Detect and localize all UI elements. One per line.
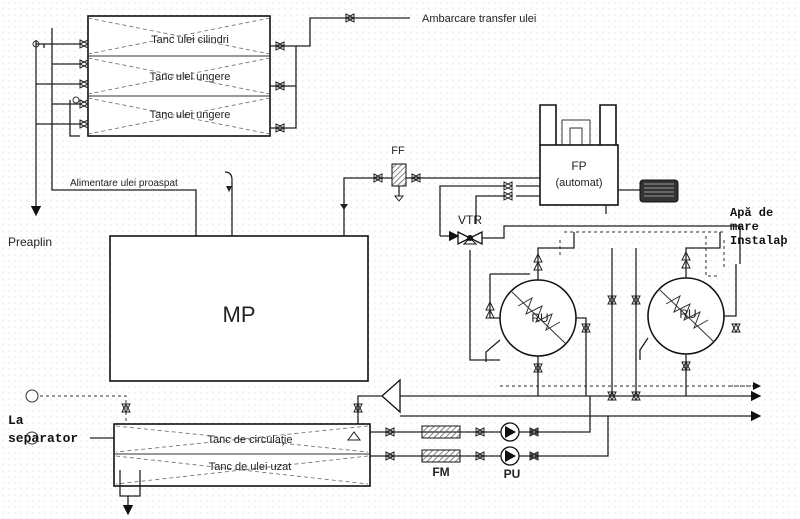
- label-vtr: VTR: [458, 213, 482, 227]
- label-fm: FM: [432, 465, 449, 479]
- fm-filter-2: [421, 449, 461, 463]
- label-fp-automat: (automat): [555, 177, 602, 189]
- label-ru-right: RU: [679, 307, 696, 321]
- fp-motor: [639, 179, 679, 203]
- label-ambarcare: Ambarcare transfer ulei: [422, 13, 536, 25]
- sensor-left: [25, 389, 39, 403]
- label-apa-3: Instalaþ: [730, 234, 788, 248]
- label-tanc-ungere-1: Tanc ulei ungere: [150, 71, 231, 83]
- main-engine-box: [109, 235, 369, 382]
- pump-lines: [370, 396, 609, 461]
- engine-vent: [224, 171, 233, 236]
- label-la: La: [8, 413, 24, 428]
- label-tanc-uzat: Tanc de ulei uzat: [209, 461, 292, 473]
- sea-water-lines: [500, 231, 760, 387]
- label-preaplin: Preaplin: [8, 235, 52, 249]
- label-mp: MP: [223, 302, 256, 327]
- label-fp: FP: [571, 159, 586, 173]
- label-apa-2: mare: [730, 220, 759, 234]
- fm-filter-1: [421, 425, 461, 439]
- label-alimentare: Alimentare ulei proaspat: [70, 178, 178, 189]
- pump-2: [500, 446, 520, 466]
- lower-tanks: [113, 423, 371, 487]
- vtr-valve: [457, 230, 483, 246]
- pump-1: [500, 422, 520, 442]
- storage-right-piping: [270, 13, 410, 133]
- cooler-piping: [485, 232, 741, 402]
- label-ff: FF: [391, 145, 405, 157]
- label-pu: PU: [504, 467, 521, 481]
- label-tanc-cilindri: Tanc ulei cilindri: [151, 34, 229, 46]
- label-separator: separator: [8, 431, 78, 446]
- fp-unit: [539, 104, 619, 206]
- distributor: [381, 378, 401, 414]
- label-tanc-circulatie: Tanc de circulaţie: [208, 434, 293, 446]
- storage-tanks: [87, 15, 271, 137]
- label-tanc-ungere-2: Tanc ulei ungere: [150, 109, 231, 121]
- storage-left-piping: [30, 28, 197, 236]
- cooler-right: [647, 277, 725, 355]
- ff-filter: [391, 163, 407, 187]
- label-apa-1: Apă de: [730, 206, 773, 220]
- storage-left-valves: [78, 39, 90, 129]
- label-ru-left: RU: [531, 311, 548, 325]
